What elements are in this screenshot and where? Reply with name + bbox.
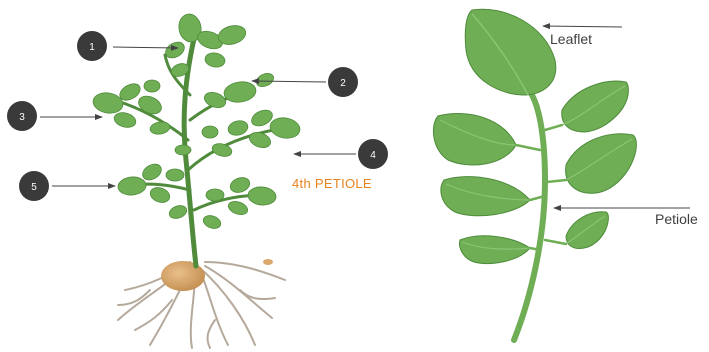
callout-1: 1 xyxy=(77,31,178,61)
right-leaflets xyxy=(562,81,637,248)
callout-5: 5 xyxy=(19,171,115,201)
stolon-tip xyxy=(263,259,273,265)
leaflet-label: Leaflet xyxy=(550,31,592,47)
callout-3: 3 xyxy=(7,101,102,131)
marker-2-number: 2 xyxy=(340,78,346,89)
marker-3-number: 3 xyxy=(19,112,25,123)
leaflet-right-1 xyxy=(562,81,629,132)
leaflet-right-3 xyxy=(566,212,608,249)
petiole xyxy=(514,95,545,340)
marker-5-number: 5 xyxy=(31,182,37,193)
left-leaflets xyxy=(433,114,530,264)
marker-4-number: 4 xyxy=(370,150,376,161)
potato-plant xyxy=(91,12,301,348)
marker-1-number: 1 xyxy=(89,42,95,53)
fourth-petiole-note: 4th PETIOLE xyxy=(292,176,372,191)
compound-leaf xyxy=(433,9,636,340)
leaflet-arrow xyxy=(543,26,622,27)
leaflet-left-3 xyxy=(460,236,530,264)
petiole-label: Petiole xyxy=(655,211,698,227)
plant-leaves xyxy=(91,12,301,230)
leaflet-left-1 xyxy=(433,114,516,165)
callout-4: 4 xyxy=(294,139,388,169)
